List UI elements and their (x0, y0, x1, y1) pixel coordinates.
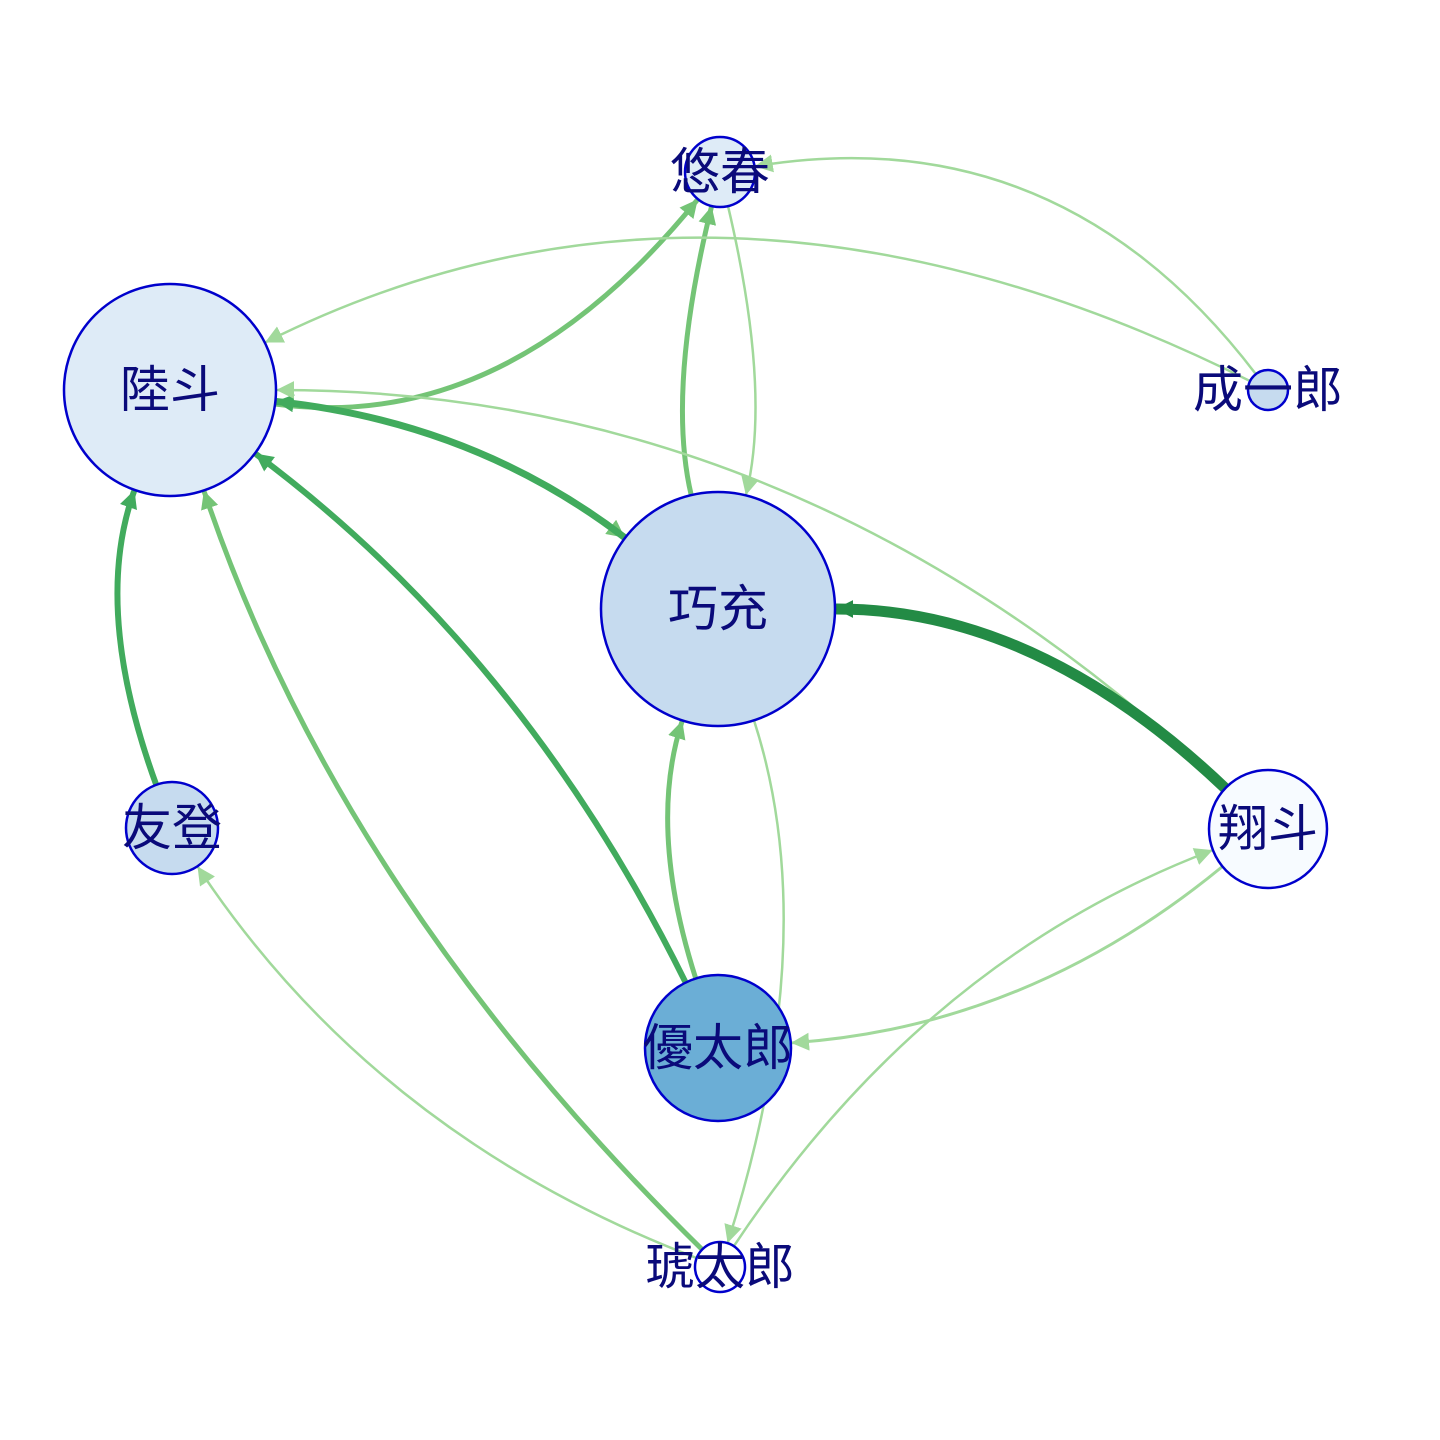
node-label-rikuto: 陸斗 (120, 361, 220, 419)
edge-yuharu-to-takumi (726, 204, 759, 496)
node-seiichiro: 成一郎 (1193, 361, 1343, 419)
node-circle-seiichiro (1246, 368, 1290, 412)
node-circle-takumi (599, 490, 837, 728)
edge-takumi-to-kotaro (724, 719, 785, 1243)
node-circle-yuharu (683, 135, 757, 209)
node-shoto: 翔斗 (1207, 768, 1329, 890)
edge-takumi-to-rikuto (273, 394, 629, 542)
node-label-yuto: 友登 (122, 799, 222, 857)
edge-yuto-to-rikuto (114, 488, 160, 788)
edge-shoto-to-yutaro (791, 864, 1224, 1051)
edge-yutaro-to-takumi (665, 719, 699, 981)
node-label-yutaro: 優太郎 (643, 1019, 793, 1077)
edge-kotaro-to-shoto (732, 848, 1213, 1248)
node-label-shoto: 翔斗 (1218, 800, 1318, 858)
node-takumi: 巧充 (599, 490, 837, 728)
node-circle-yutaro (643, 973, 793, 1123)
node-label-kotaro: 琥太郎 (645, 1238, 795, 1296)
edge-shoto-to-takumi (831, 600, 1231, 794)
node-yuto: 友登 (122, 780, 222, 876)
node-circle-yuto (124, 780, 220, 876)
edge-takumi-to-yuharu (679, 205, 717, 498)
node-circle-kotaro (693, 1240, 747, 1294)
edge-seiichiro-to-yuharu (754, 154, 1258, 376)
node-yuharu: 悠春 (670, 135, 770, 209)
node-rikuto: 陸斗 (62, 282, 278, 498)
node-circle-rikuto (62, 282, 278, 498)
node-label-takumi: 巧充 (668, 580, 768, 638)
edge-yutaro-to-rikuto (253, 451, 689, 986)
node-circle-shoto (1207, 768, 1329, 890)
node-yutaro: 優太郎 (643, 973, 793, 1123)
edge-kotaro-to-rikuto (201, 489, 705, 1253)
edge-seiichiro-to-rikuto (264, 236, 1252, 383)
edge-kotaro-to-yuto (197, 866, 698, 1260)
edge-rikuto-to-yuharu (272, 198, 700, 411)
node-label-yuharu: 悠春 (670, 143, 770, 201)
edge-shoto-to-rikuto (276, 380, 1227, 790)
edges-layer (114, 154, 1258, 1260)
node-kotaro: 琥太郎 (645, 1238, 795, 1296)
node-label-seiichiro: 成一郎 (1193, 361, 1343, 419)
